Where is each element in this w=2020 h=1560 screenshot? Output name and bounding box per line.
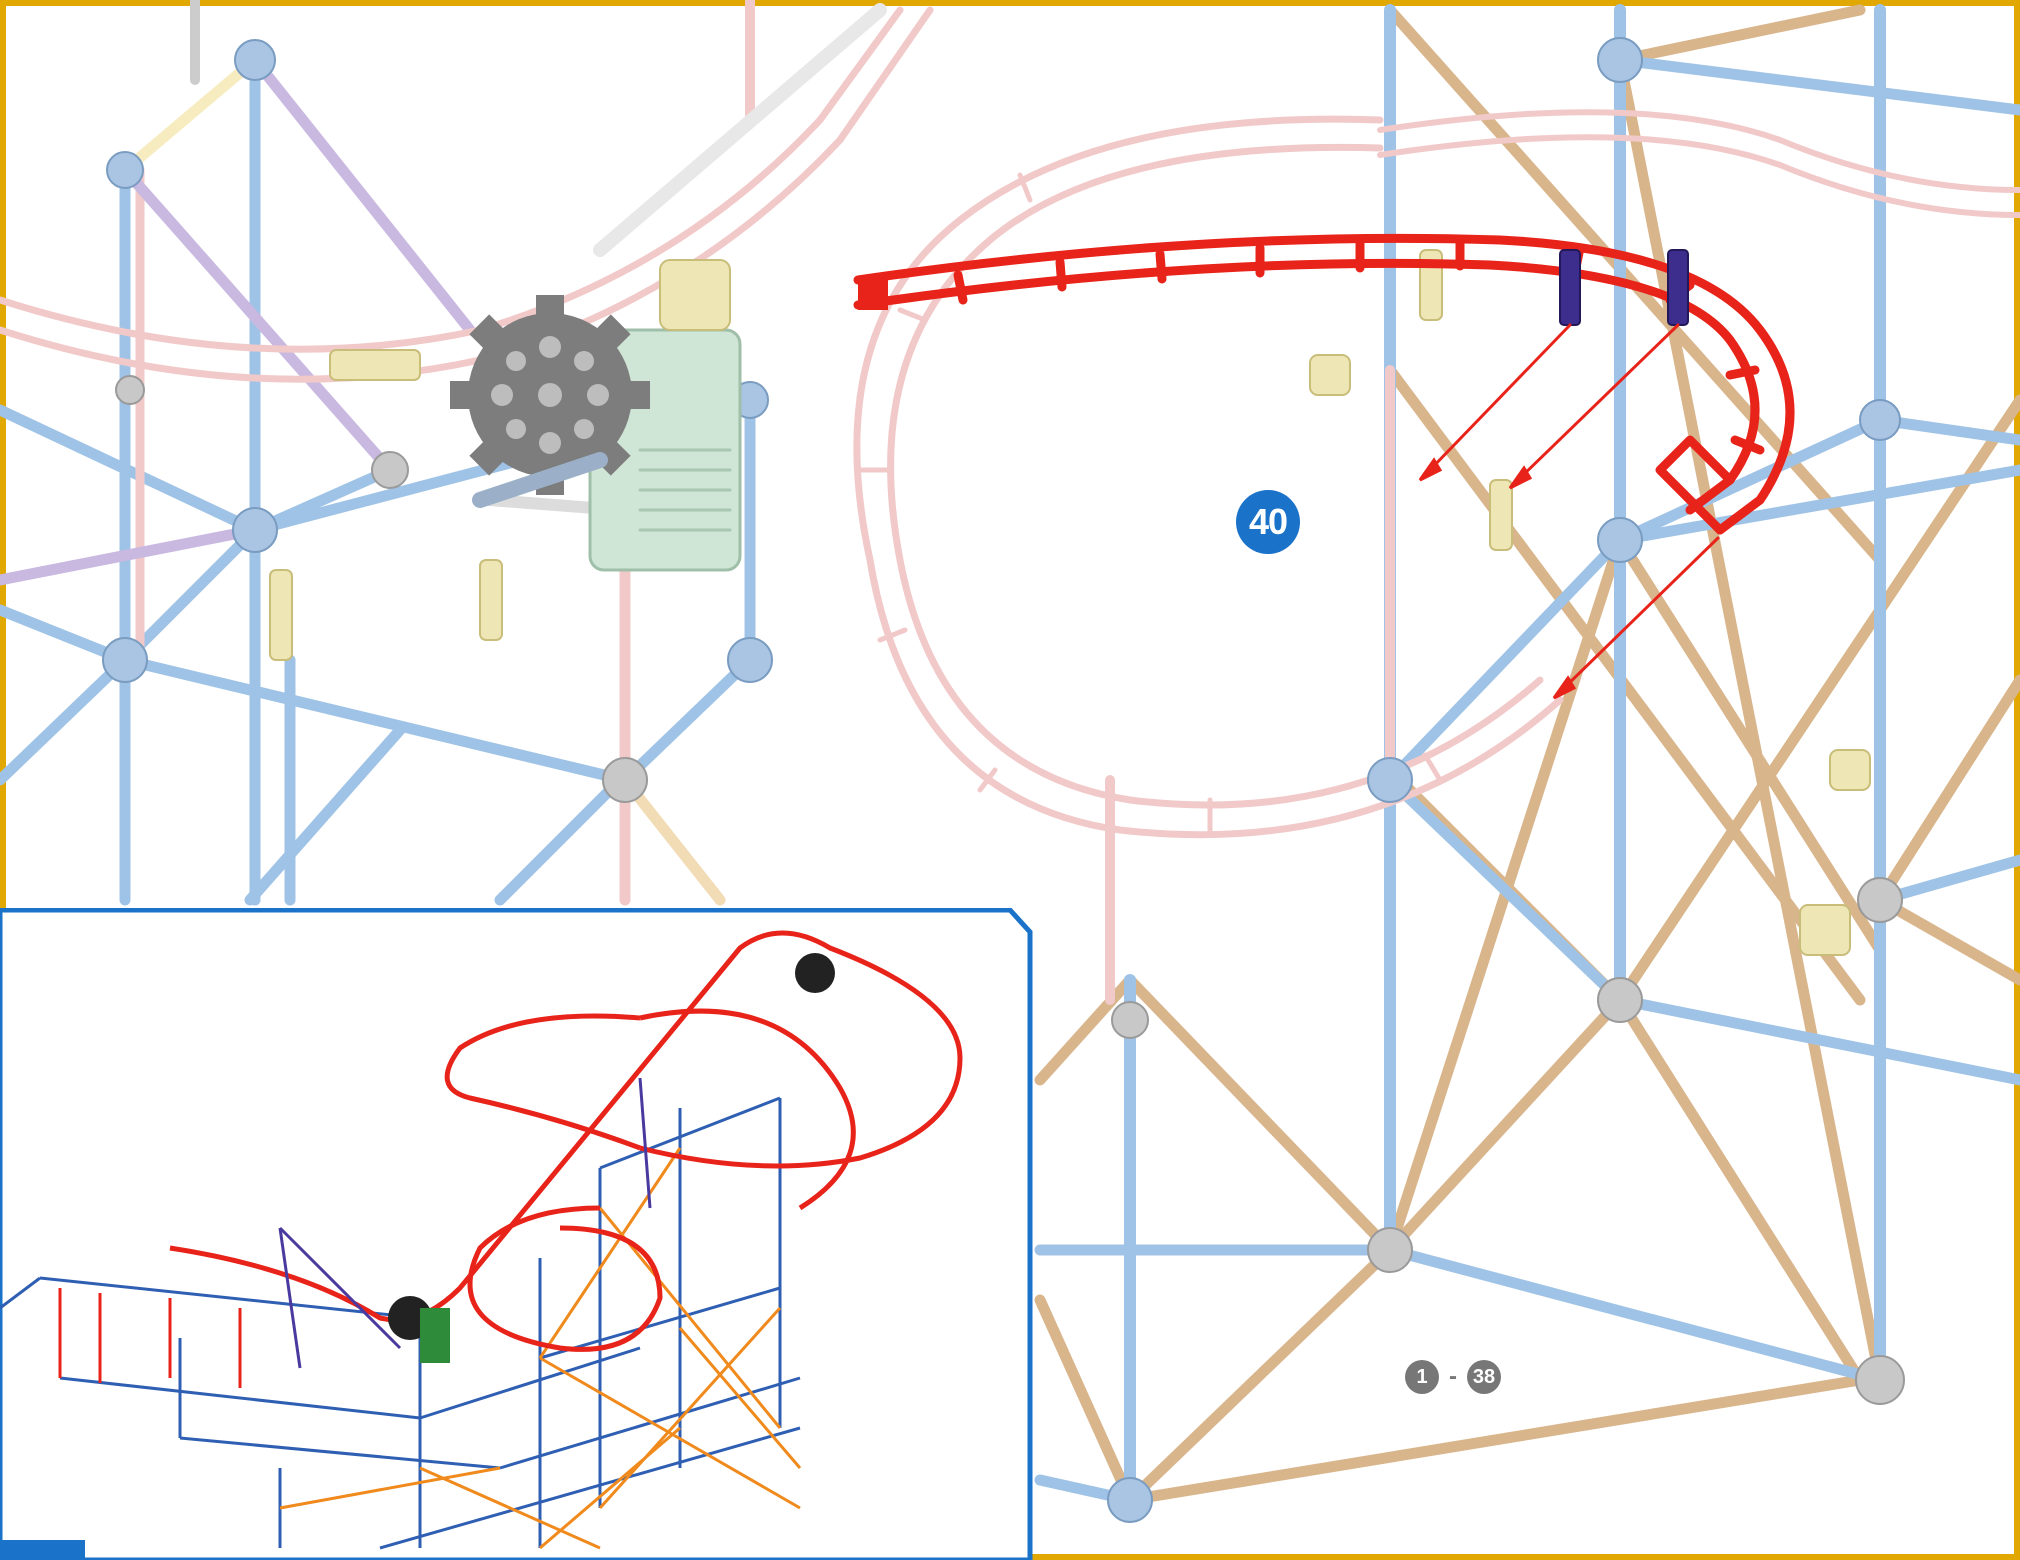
purple-clip [1559, 249, 1689, 326]
step-number-badge: 40 [1236, 490, 1300, 554]
left-structure [0, 0, 934, 906]
range-separator: - [1449, 1363, 1457, 1390]
step-range-marker: 1 - 38 [1405, 1360, 1501, 1394]
overview-inset [0, 908, 1034, 1560]
gear [450, 295, 650, 495]
new-track-part [853, 233, 1795, 535]
placement-arrows [1418, 323, 1720, 700]
existing-loop-track [853, 115, 1564, 839]
right-structure [853, 4, 2020, 1523]
overview-model-drawing [0, 908, 1033, 1560]
range-start: 1 [1405, 1360, 1439, 1394]
range-end: 38 [1467, 1360, 1501, 1394]
